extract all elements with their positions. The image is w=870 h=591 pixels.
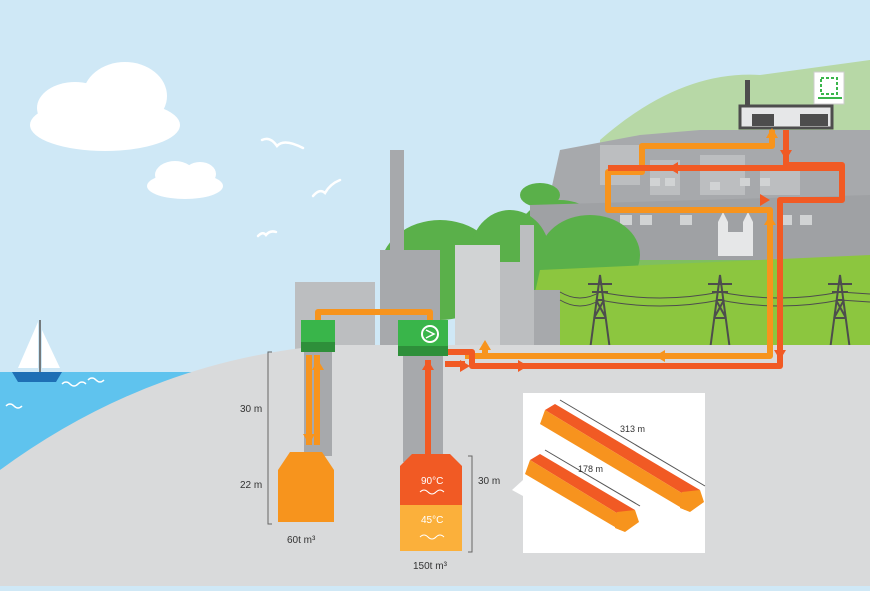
tunnel-short-label: 178 m (578, 464, 603, 474)
flow-arrow-icons (303, 128, 792, 444)
cloud-small (147, 161, 223, 199)
tank-left (278, 452, 334, 522)
shaft-right (403, 352, 443, 462)
heat-exchanger-box (398, 320, 448, 356)
building-windows (620, 178, 812, 225)
church-icon (718, 212, 753, 256)
cloud-large (30, 62, 180, 151)
plant-building (738, 80, 834, 130)
height-left-upper-label: 30 m (240, 404, 262, 415)
dimension-brackets (267, 351, 473, 553)
tunnel-long-label: 313 m (620, 424, 645, 434)
temp-hot-label: 90°C (421, 476, 443, 487)
tunnel-inset (512, 393, 706, 553)
hot-pipe-network (425, 130, 845, 460)
logo-sign-icon (813, 71, 845, 105)
height-right-label: 30 m (478, 476, 500, 487)
tank-right-volume-label: 150t m³ (413, 561, 448, 572)
temp-warm-label: 45°C (421, 515, 443, 526)
pump-icon (421, 325, 439, 343)
field-green (520, 255, 870, 360)
height-left-lower-label: 22 m (240, 480, 262, 491)
tank-right (400, 454, 462, 551)
warm-pipe-network (306, 130, 775, 445)
birds-icon (256, 137, 342, 238)
tank-left-volume-label: 60t m³ (287, 535, 316, 546)
valve-box-left (301, 320, 335, 352)
wave-icons (5, 377, 105, 409)
sailboat-icon (12, 320, 62, 382)
pylons-icon (559, 274, 870, 351)
